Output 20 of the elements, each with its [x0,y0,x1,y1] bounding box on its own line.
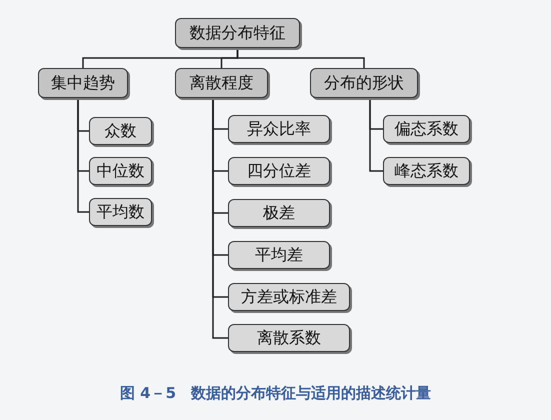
measure-box: 异众比率 [228,115,330,143]
connector-line [369,98,383,172]
category-box: 分布的形状 [310,68,418,98]
category-box: 集中趋势 [38,68,128,98]
measure-box: 峰态系数 [383,157,470,185]
figure-caption: 图 4－5 数据的分布特征与适用的描述统计量 [118,384,432,403]
measure-box: 离散系数 [228,324,350,352]
connector-line [236,48,365,68]
measure-box: 极差 [228,199,330,227]
measure-box: 中位数 [89,157,152,185]
connector-line [77,98,89,213]
measure-box: 众数 [89,117,152,145]
measure-box: 方差或标准差 [228,283,350,311]
measure-box: 偏态系数 [383,115,470,143]
connector-line [212,98,228,339]
measure-box: 四分位差 [228,157,330,185]
root-box: 数据分布特征 [175,18,300,48]
category-box: 离散程度 [175,68,268,98]
measure-box: 平均数 [89,198,152,226]
measure-box: 平均差 [228,241,330,269]
